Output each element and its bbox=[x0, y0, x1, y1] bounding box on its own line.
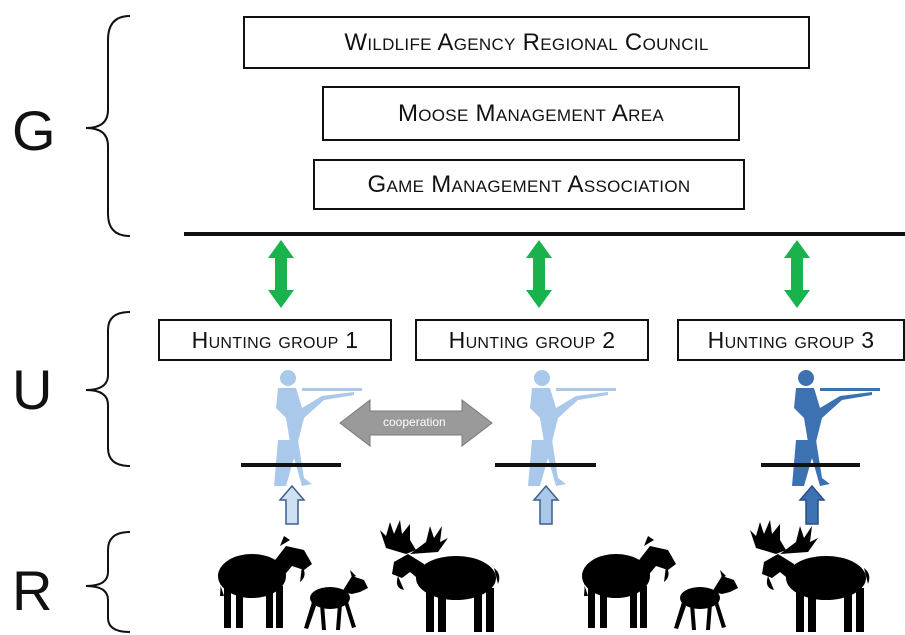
governance-box-moose-management-area: Moose Management Area bbox=[322, 86, 740, 141]
cooperation-arrow bbox=[339, 398, 493, 448]
interaction-arrow-group-1 bbox=[268, 240, 294, 308]
moose-bull-2 bbox=[750, 520, 870, 632]
moose-cow-2 bbox=[582, 536, 676, 628]
interaction-arrow-group-3 bbox=[784, 240, 810, 308]
moose-calf-2 bbox=[674, 570, 738, 630]
hunter-group-2 bbox=[528, 370, 616, 486]
hunting-group-1-box: Hunting group 1 bbox=[158, 319, 392, 361]
g-level-brace bbox=[85, 15, 131, 237]
cooperation-label: cooperation bbox=[383, 415, 446, 429]
governance-box-regional-council: Wildlife Agency Regional Council bbox=[243, 16, 810, 69]
harvest-arrow-2 bbox=[532, 484, 560, 525]
level-label-r: R bbox=[12, 559, 53, 622]
hunting-group-2-box: Hunting group 2 bbox=[415, 319, 649, 361]
hunting-group-3-box: Hunting group 3 bbox=[677, 319, 905, 361]
moose-cow-1 bbox=[218, 536, 312, 628]
harvest-arrow-3 bbox=[798, 484, 826, 525]
harvest-arrow-1 bbox=[278, 484, 306, 525]
u-level-brace bbox=[85, 311, 131, 467]
r-level-brace bbox=[85, 531, 131, 633]
moose-bull-1 bbox=[380, 520, 500, 632]
hunter-group-3 bbox=[792, 370, 880, 486]
level-label-g: G bbox=[12, 99, 56, 162]
moose-calf-1 bbox=[304, 570, 368, 630]
governance-box-game-management-association: Game Management Association bbox=[313, 159, 745, 210]
level-label-u: U bbox=[12, 358, 53, 421]
interaction-arrow-group-2 bbox=[526, 240, 552, 308]
